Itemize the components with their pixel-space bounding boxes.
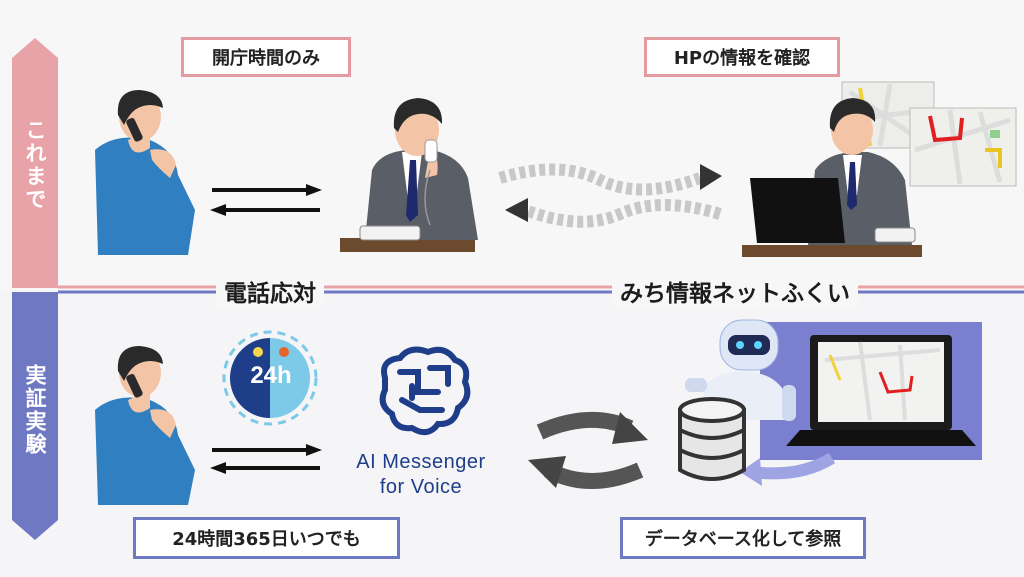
business-hours-label: 開庁時間のみ xyxy=(181,37,351,77)
always-available-label: 24時間365日いつでも xyxy=(133,517,400,559)
caller-person-bottom xyxy=(95,346,195,505)
operator-person xyxy=(340,98,478,252)
top-side-label: これまで xyxy=(23,119,47,211)
robot-icon xyxy=(685,319,796,421)
database-icon xyxy=(678,397,746,481)
clock-24h-text: 24h xyxy=(250,362,292,389)
staff-with-laptop xyxy=(742,98,922,257)
top-double-arrow xyxy=(210,184,322,216)
ai-messenger-line1: AI Messenger xyxy=(356,451,486,473)
check-hp-label: HPの情報を確認 xyxy=(644,37,840,77)
ai-brain-logo-icon xyxy=(379,346,471,436)
map-image-top-front xyxy=(909,107,1017,187)
laptop-arrow xyxy=(751,452,836,480)
caller-person-top xyxy=(95,90,195,255)
bottom-swap-arrows xyxy=(528,412,648,489)
michi-info-label: みち情報ネットふくい xyxy=(612,274,858,308)
bottom-side-tab xyxy=(12,292,58,540)
clock-24h-icon xyxy=(222,330,318,426)
top-side-tab xyxy=(12,38,58,288)
ai-messenger-line2: for Voice xyxy=(379,476,463,498)
phone-support-label: 電話応対 xyxy=(216,274,324,308)
laptop-icon xyxy=(786,335,976,446)
top-wavy-arrows xyxy=(498,163,722,228)
bottom-double-arrow xyxy=(210,444,322,474)
bottom-side-label: 実証実験 xyxy=(23,364,47,456)
db-reference-label: データベース化して参照 xyxy=(620,517,866,559)
laptop-arrow-head xyxy=(740,458,762,486)
